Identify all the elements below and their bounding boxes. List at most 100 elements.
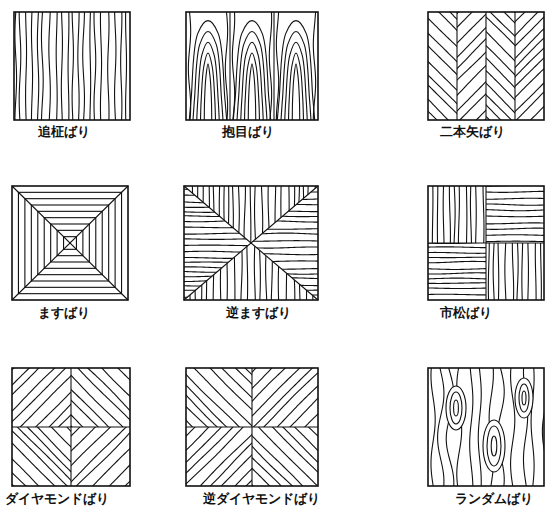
grain-line bbox=[399, 213, 515, 214]
grain-line bbox=[67, 348, 149, 430]
grain-line bbox=[449, 157, 450, 273]
grain-line bbox=[399, 224, 515, 226]
grain-line bbox=[416, 11, 553, 164]
grain-line bbox=[213, 138, 215, 406]
grain-line bbox=[446, 0, 553, 120]
grain-line bbox=[171, 233, 399, 234]
floor-tile bbox=[0, 0, 189, 182]
grain-line bbox=[362, 0, 515, 109]
grain-line bbox=[517, 214, 518, 330]
grain-line bbox=[104, 330, 332, 332]
grain-line bbox=[241, 138, 242, 406]
grain-line bbox=[104, 202, 332, 203]
grain-line bbox=[200, 138, 202, 406]
grain-line bbox=[104, 276, 332, 277]
grain-line bbox=[0, 337, 61, 419]
grain-line bbox=[367, 81, 369, 349]
grain-line bbox=[399, 252, 515, 254]
tile-border bbox=[428, 368, 544, 486]
grain-line bbox=[100, 314, 182, 396]
grain-line bbox=[343, 138, 345, 406]
joint-line bbox=[12, 186, 128, 300]
grain-line bbox=[341, 0, 494, 88]
grain-line bbox=[213, 310, 306, 404]
grain-line bbox=[354, 138, 355, 406]
grain-line bbox=[174, 81, 175, 349]
grain-line bbox=[100, 457, 182, 513]
grain-line bbox=[157, 138, 159, 406]
grain-line bbox=[121, 0, 122, 182]
grain-line bbox=[457, 172, 553, 173]
grain-line bbox=[437, 157, 439, 273]
grain-line bbox=[104, 251, 332, 253]
grain-line bbox=[414, 0, 553, 152]
grain-line bbox=[266, 138, 267, 406]
grain-line bbox=[431, 0, 553, 120]
joint-line bbox=[12, 186, 128, 300]
grain-line bbox=[333, 81, 335, 349]
grain-line bbox=[104, 285, 332, 287]
knot bbox=[491, 436, 497, 456]
grain-line bbox=[104, 347, 332, 348]
grain-line bbox=[493, 214, 494, 330]
grain-line bbox=[220, 138, 221, 406]
tile-border bbox=[184, 186, 318, 300]
grain-line bbox=[41, 399, 123, 481]
tile-border bbox=[12, 186, 128, 300]
grain-line bbox=[104, 227, 332, 229]
grain-line bbox=[171, 289, 399, 291]
floor-tile bbox=[0, 314, 183, 513]
grain-line bbox=[171, 191, 399, 193]
grain-line bbox=[197, 81, 199, 349]
tile-border bbox=[12, 368, 130, 486]
grain-line bbox=[457, 198, 553, 200]
grain-line bbox=[320, 35, 473, 187]
grain-line bbox=[138, 81, 139, 349]
grain-line bbox=[413, 157, 414, 273]
grain-line bbox=[375, 38, 528, 191]
grain-line bbox=[171, 338, 399, 339]
grain-line bbox=[148, 0, 150, 182]
grain-group bbox=[0, 0, 189, 182]
grain-line bbox=[299, 138, 300, 406]
grain-line bbox=[373, 81, 374, 349]
tile-border bbox=[428, 186, 544, 300]
grain-line bbox=[273, 375, 366, 469]
grain-line bbox=[138, 138, 140, 406]
grain-line bbox=[289, 53, 304, 120]
grain-line bbox=[368, 46, 520, 199]
grain-line bbox=[285, 363, 378, 457]
grain-line bbox=[179, 81, 181, 349]
floor-tile bbox=[371, 309, 553, 513]
grain-line bbox=[258, 391, 351, 484]
grain-line bbox=[354, 0, 507, 101]
grain-line bbox=[140, 378, 234, 471]
grain-line bbox=[170, 138, 171, 406]
pattern-name: 逆ますばり bbox=[226, 305, 291, 321]
grain-line bbox=[104, 296, 332, 298]
grain-line bbox=[424, 0, 553, 113]
grain-line bbox=[399, 235, 515, 237]
grain-line bbox=[171, 151, 399, 153]
grain-line bbox=[4, 0, 6, 182]
grain-line bbox=[342, 14, 495, 167]
grain-group bbox=[126, 363, 310, 513]
joint-line bbox=[485, 12, 486, 120]
grain-group bbox=[188, 12, 227, 120]
grain-line bbox=[336, 19, 489, 172]
grain-line bbox=[155, 81, 157, 349]
grain-line bbox=[104, 160, 332, 161]
grain-line bbox=[0, 328, 53, 411]
joint-line bbox=[186, 426, 318, 427]
grain-line bbox=[496, 157, 497, 273]
grain-line bbox=[74, 340, 156, 422]
grain-line bbox=[458, 157, 459, 273]
grain-line bbox=[392, 22, 545, 175]
grain-line bbox=[181, 0, 183, 182]
grain-line bbox=[482, 157, 484, 273]
grain-line bbox=[104, 167, 332, 169]
grain-line bbox=[224, 336, 317, 430]
grain-line bbox=[360, 81, 361, 349]
grain-line bbox=[145, 383, 238, 476]
